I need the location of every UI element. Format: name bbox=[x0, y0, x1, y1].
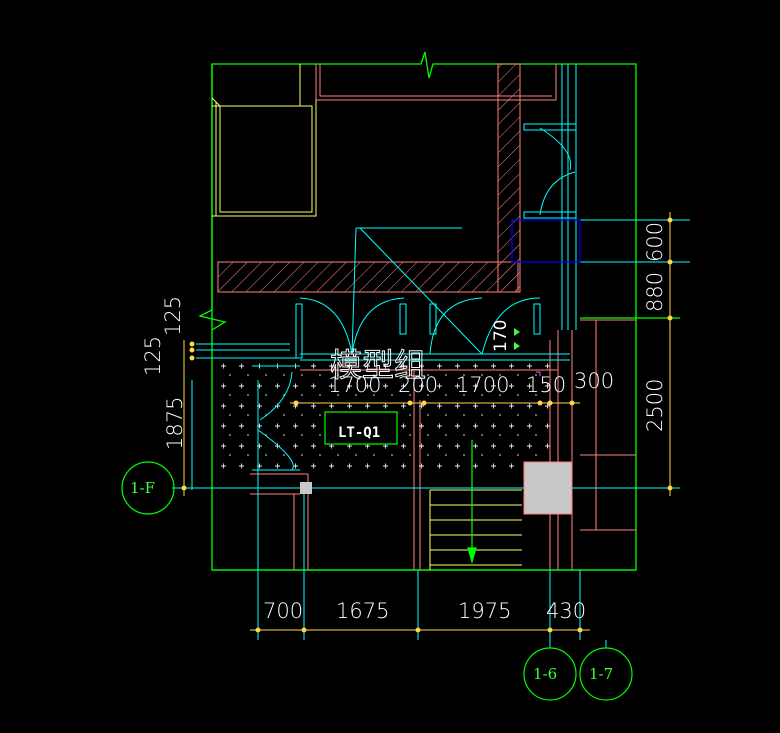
blue-box bbox=[511, 219, 581, 263]
room-label-box bbox=[324, 411, 398, 445]
dim-left-2: 125 bbox=[141, 336, 165, 376]
axis-bottom-label-1: 1-6 bbox=[533, 665, 557, 683]
room-label: LT-Q1 bbox=[338, 425, 380, 441]
stair-arrow bbox=[467, 440, 477, 565]
dim-bottom-3: 1975 bbox=[458, 599, 511, 623]
axis-left-label: 1-F bbox=[130, 479, 155, 497]
small-box bbox=[300, 482, 312, 494]
dim-bottom-2: 1675 bbox=[336, 599, 389, 623]
dim-left-1: 125 bbox=[161, 296, 185, 336]
inner-walls bbox=[217, 63, 636, 570]
yellow-walls bbox=[211, 64, 522, 570]
dimension-ticks bbox=[181, 217, 673, 633]
dim-inner-2: 200 bbox=[398, 373, 438, 397]
dim-inner-3: 1700 bbox=[456, 373, 509, 397]
dim-right-1: 600 bbox=[643, 222, 667, 262]
dim-door-width: 170 bbox=[491, 320, 511, 352]
dim-inner-5: 300 bbox=[574, 369, 614, 393]
axis-bottom-2: 1-7 bbox=[579, 640, 633, 701]
outer-walls bbox=[198, 51, 680, 571]
dim-inner-4: 150 bbox=[526, 373, 566, 397]
dim-left-3: 1875 bbox=[163, 397, 187, 450]
column-box bbox=[523, 461, 573, 515]
axis-bottom-1: 1-6 bbox=[523, 640, 577, 701]
watermark: 模型组 bbox=[330, 346, 426, 384]
dim-right-3: 2500 bbox=[643, 379, 667, 432]
doors bbox=[172, 64, 690, 640]
axis-left: 1-F bbox=[121, 461, 175, 515]
markers bbox=[514, 328, 541, 376]
dim-right-2: 880 bbox=[643, 272, 667, 312]
dim-inner-1: 1700 bbox=[328, 373, 381, 397]
dim-bottom-4: 430 bbox=[546, 599, 586, 623]
dim-bottom-1: 700 bbox=[263, 599, 303, 623]
axis-bottom-label-2: 1-7 bbox=[589, 665, 613, 683]
